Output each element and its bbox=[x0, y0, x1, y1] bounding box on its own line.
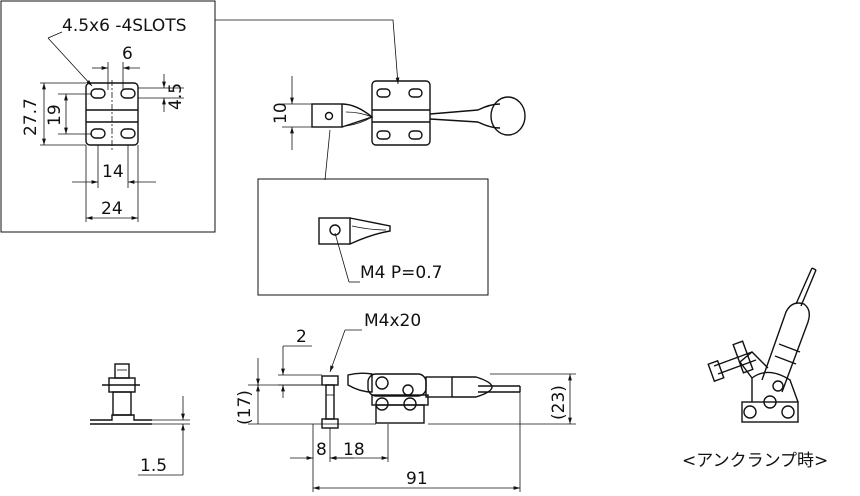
unclamped-view: <アンクランプ時> bbox=[682, 267, 828, 471]
slot-3 bbox=[90, 128, 106, 139]
handle-grip-knob bbox=[490, 96, 526, 136]
thread-label: M4 P=0.7 bbox=[360, 263, 442, 283]
dim-slot-pitch: 19 bbox=[45, 104, 65, 126]
slot-2 bbox=[120, 88, 136, 99]
dim-bolt-offset: 2 bbox=[296, 327, 307, 347]
dim-18: 18 bbox=[343, 440, 365, 460]
unclamped-caption: <アンクランプ時> bbox=[682, 451, 828, 471]
dim-height-17: (17) bbox=[235, 390, 255, 425]
thread-detail-box: M4 P=0.7 bbox=[257, 178, 489, 296]
dim-top-width: 6 bbox=[122, 44, 133, 64]
dim-base-thickness: 1.5 bbox=[140, 456, 167, 476]
dim-height-23: (23) bbox=[549, 385, 569, 420]
clamp-side-view: M4x20 2 (17) (23) 8 18 91 bbox=[235, 311, 576, 492]
clamp-top-view: 10 bbox=[271, 76, 526, 181]
base-plate-top bbox=[371, 80, 431, 146]
dim-top-offset: 4.5 bbox=[166, 83, 186, 110]
mounting-hole-inset: 4.5x6 -4SLOTS 6 4.5 27.7 bbox=[0, 0, 400, 233]
dim-tip-height: 10 bbox=[271, 102, 291, 124]
slots-label: 4.5x6 -4SLOTS bbox=[62, 16, 186, 36]
clamp-end-view: 1.5 bbox=[90, 363, 190, 476]
slot-4 bbox=[120, 128, 136, 139]
slot-1 bbox=[90, 88, 106, 99]
spindle-bolt bbox=[325, 384, 335, 420]
spindle-nut bbox=[321, 375, 339, 386]
bolt-label: M4x20 bbox=[364, 311, 421, 331]
dim-8: 8 bbox=[316, 440, 327, 460]
dim-overall-length: 91 bbox=[406, 469, 428, 489]
dim-inner-width: 14 bbox=[102, 162, 124, 182]
spindle-tip bbox=[311, 103, 343, 128]
dim-outer-width: 24 bbox=[101, 199, 123, 219]
dim-total-height: 27.7 bbox=[21, 98, 41, 136]
